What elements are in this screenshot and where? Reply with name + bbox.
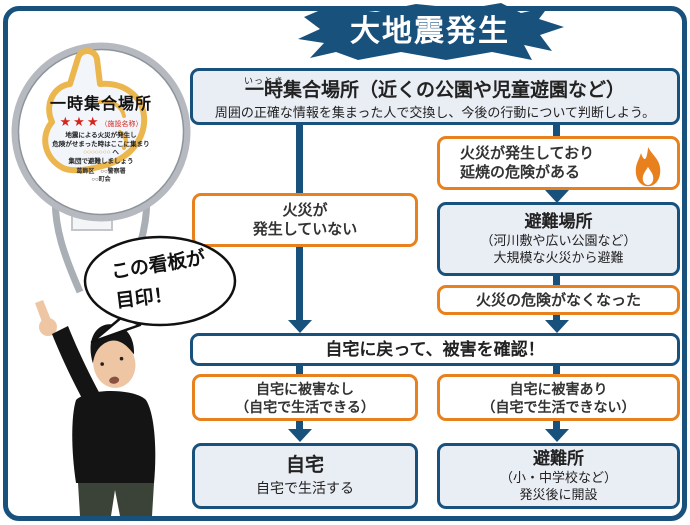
return-home-box: 自宅に戻って、被害を確認！ [190, 333, 680, 366]
no-damage-line2: （自宅で生活できる） [235, 398, 375, 415]
sign-stars-row: ★★★（施設名称） [8, 114, 194, 130]
no-damage-line1: 自宅に被害なし [256, 380, 354, 397]
damaged-line1: 自宅に被害あり [509, 380, 608, 397]
assembly-point-box: いっとき一時集合場所（近くの公園や児童遊園など） 周囲の正確な情報を集まった人で… [190, 68, 680, 125]
connector-line [296, 364, 303, 376]
fire-danger-gone-box: 火災の危険がなくなった [437, 285, 680, 315]
arrow-down-icon [288, 320, 312, 333]
no-fire-box: 火災が 発生していない [192, 193, 418, 247]
connector-line [296, 419, 303, 431]
sign-footer-line1: 葛飾区 ○○警察署 [76, 169, 126, 175]
assembly-title-rest: 集合場所（近くの公園や児童遊園など） [283, 79, 626, 101]
sign-facility-label: （施設名称） [100, 121, 143, 128]
sign-footer-line2: ○○町会 [91, 177, 111, 183]
no-damage-box: 自宅に被害なし （自宅で生活できる） [192, 374, 418, 421]
sign-desc-line1: 地震による火災が発生し [65, 132, 137, 139]
assembly-title: いっとき一時集合場所（近くの公園や児童遊園など） [244, 76, 626, 102]
sign-ring-inner [17, 48, 185, 216]
evacuation-area-title: 避難場所 [524, 212, 593, 231]
damaged-line2: （自宅で生活できない） [481, 398, 636, 415]
sign-desc-line3: ○○○○○○○ へ [8, 149, 194, 158]
boy-hand [39, 318, 57, 336]
banner-burst-shape [298, 3, 564, 60]
assembly-furigana: いっとき [243, 75, 284, 86]
connector-line [553, 419, 560, 431]
hand-finger-lines [98, 99, 129, 150]
boy-finger [35, 300, 51, 322]
return-home-label: 自宅に戻って、被害を確認！ [325, 339, 545, 359]
arrow-down-icon [545, 190, 569, 203]
arrow-down-icon [545, 320, 569, 333]
speech-bubble-shape [83, 235, 237, 344]
sign-graphic [11, 42, 191, 294]
speech-bubble: この看板が 目印！ [76, 233, 240, 345]
sign-desc-circles: ○○○○○○○ [83, 149, 111, 156]
boy-mouth [109, 376, 120, 384]
boy-pants [78, 483, 154, 516]
sign-title: 一時集合場所 [49, 96, 152, 113]
boy-pointing-photo [35, 300, 156, 516]
arrow-down-icon [545, 429, 569, 442]
flame-icon [635, 146, 661, 187]
banner-title: 大地震発生 [350, 15, 510, 48]
home-title: 自宅 [285, 455, 324, 476]
connector-line [296, 123, 303, 195]
boy-sweater [72, 391, 156, 483]
evacuation-area-box: 避難場所 （河川敷や広い公園など） 大規模な火災から避難 [437, 202, 680, 276]
connector-line [553, 273, 560, 287]
pointing-hand-icon [42, 48, 148, 174]
fire-line2: 延焼の危険がある [460, 164, 581, 181]
assembly-title-base: 一時 [244, 79, 283, 101]
earthquake-banner: 大地震発生 [294, 0, 566, 66]
sign-stars: ★★★ [59, 114, 101, 129]
fire-box: 火災が発生しており 延焼の危険がある [437, 136, 680, 190]
fire-danger-gone-label: 火災の危険がなくなった [475, 291, 641, 309]
connector-line [553, 364, 560, 376]
sign-footer: 葛飾区 ○○警察署 ○○町会 [8, 168, 194, 184]
sign-desc-line4: 集団で避難しましょう [68, 157, 134, 165]
assembly-subtitle: 周囲の正確な情報を集まった人で交換し、今後の行動について判断しよう。 [214, 104, 656, 120]
assembly-sign: 一時集合場所 ★★★（施設名称） 地震による火災が発生し 危険がせまった時はここ… [8, 40, 194, 312]
connector-line [553, 313, 560, 322]
sign-desc-circles-suffix: へ [110, 149, 119, 156]
no-fire-line1: 火災が [282, 202, 328, 219]
connector-line [296, 246, 303, 322]
fire-line1: 火災が発生しており [460, 145, 595, 162]
shelter-line2: 発災後に開設 [519, 487, 598, 502]
arrow-down-icon [288, 429, 312, 442]
shelter-line1: （小・中学校など） [499, 470, 617, 485]
shelter-title: 避難所 [533, 449, 584, 468]
boy-arm-raised [52, 326, 100, 402]
assembly-title-ruby: いっとき一時 [244, 76, 283, 102]
sign-desc-line2: 危険がせまった時はここに集まり [52, 140, 150, 148]
no-fire-line2: 発生していない [252, 221, 358, 238]
evacuation-area-line1: （河川敷や広い公園など） [480, 233, 637, 248]
damaged-box: 自宅に被害あり （自宅で生活できない） [437, 374, 680, 421]
home-subtitle: 自宅で生活する [256, 480, 354, 496]
shelter-box: 避難所 （小・中学校など） 発災後に開設 [437, 443, 680, 509]
evacuation-area-line2: 大規模な火災から避難 [493, 250, 624, 265]
sign-description: 地震による火災が発生し 危険がせまった時はここに集まり ○○○○○○○ へ 集団… [8, 132, 194, 166]
connector-line [553, 123, 560, 138]
home-box: 自宅 自宅で生活する [192, 443, 418, 509]
